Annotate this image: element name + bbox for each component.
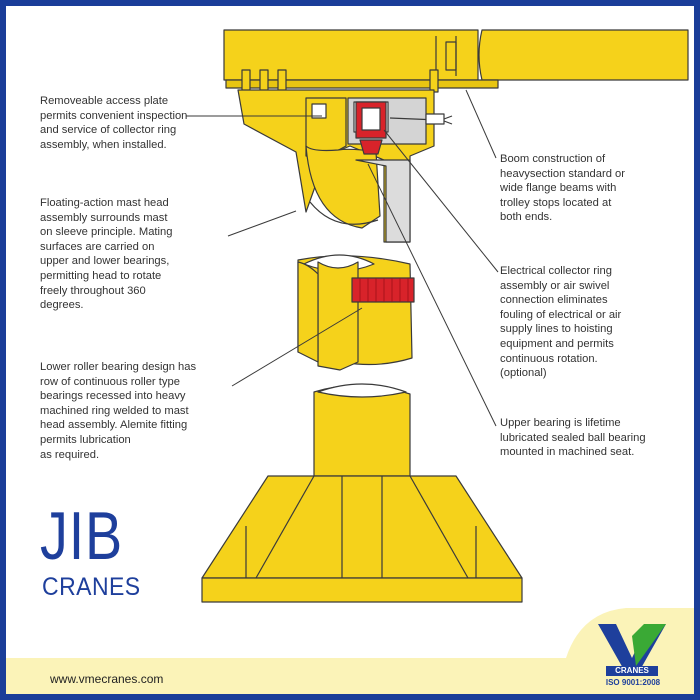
callout-floating-head: Floating-action mast head assembly surro… [40, 197, 173, 312]
callout-access-plate: Removeable access plate permits convenie… [40, 95, 188, 151]
callout-lower-bearing: Lower roller bearing design has row of c… [40, 361, 197, 461]
leader-collector-ring [383, 129, 499, 273]
leader-lines [186, 89, 499, 427]
leader-upper-bearing [367, 163, 497, 427]
leader-lower-bearing [231, 307, 363, 387]
title-sub: CRANES [42, 573, 141, 601]
mast-base [201, 383, 523, 603]
footer-band [6, 608, 694, 694]
website-link[interactable]: www.vmecranes.com [50, 672, 164, 686]
title-main: JIB [40, 498, 124, 574]
diagram-frame: Removeable access plate permits convenie… [6, 6, 694, 694]
jib-crane-diagram [6, 29, 694, 694]
leader-floating-head [227, 210, 297, 237]
boom-beam [223, 29, 689, 89]
callout-boom: Boom construction of heavysection standa… [500, 153, 626, 224]
mast-sleeve-section [297, 254, 415, 371]
logo-iso-text: ISO 9001:2008 [605, 678, 661, 687]
collector-ring [347, 97, 453, 155]
logo-brand-text: CRANES [606, 666, 658, 676]
callout-collector-ring: Electrical collector ring assembly or ai… [500, 265, 622, 380]
company-logo [598, 624, 666, 670]
leader-boom [465, 89, 497, 159]
callout-upper-bearing: Upper bearing is lifetime lubricated sea… [500, 417, 646, 459]
